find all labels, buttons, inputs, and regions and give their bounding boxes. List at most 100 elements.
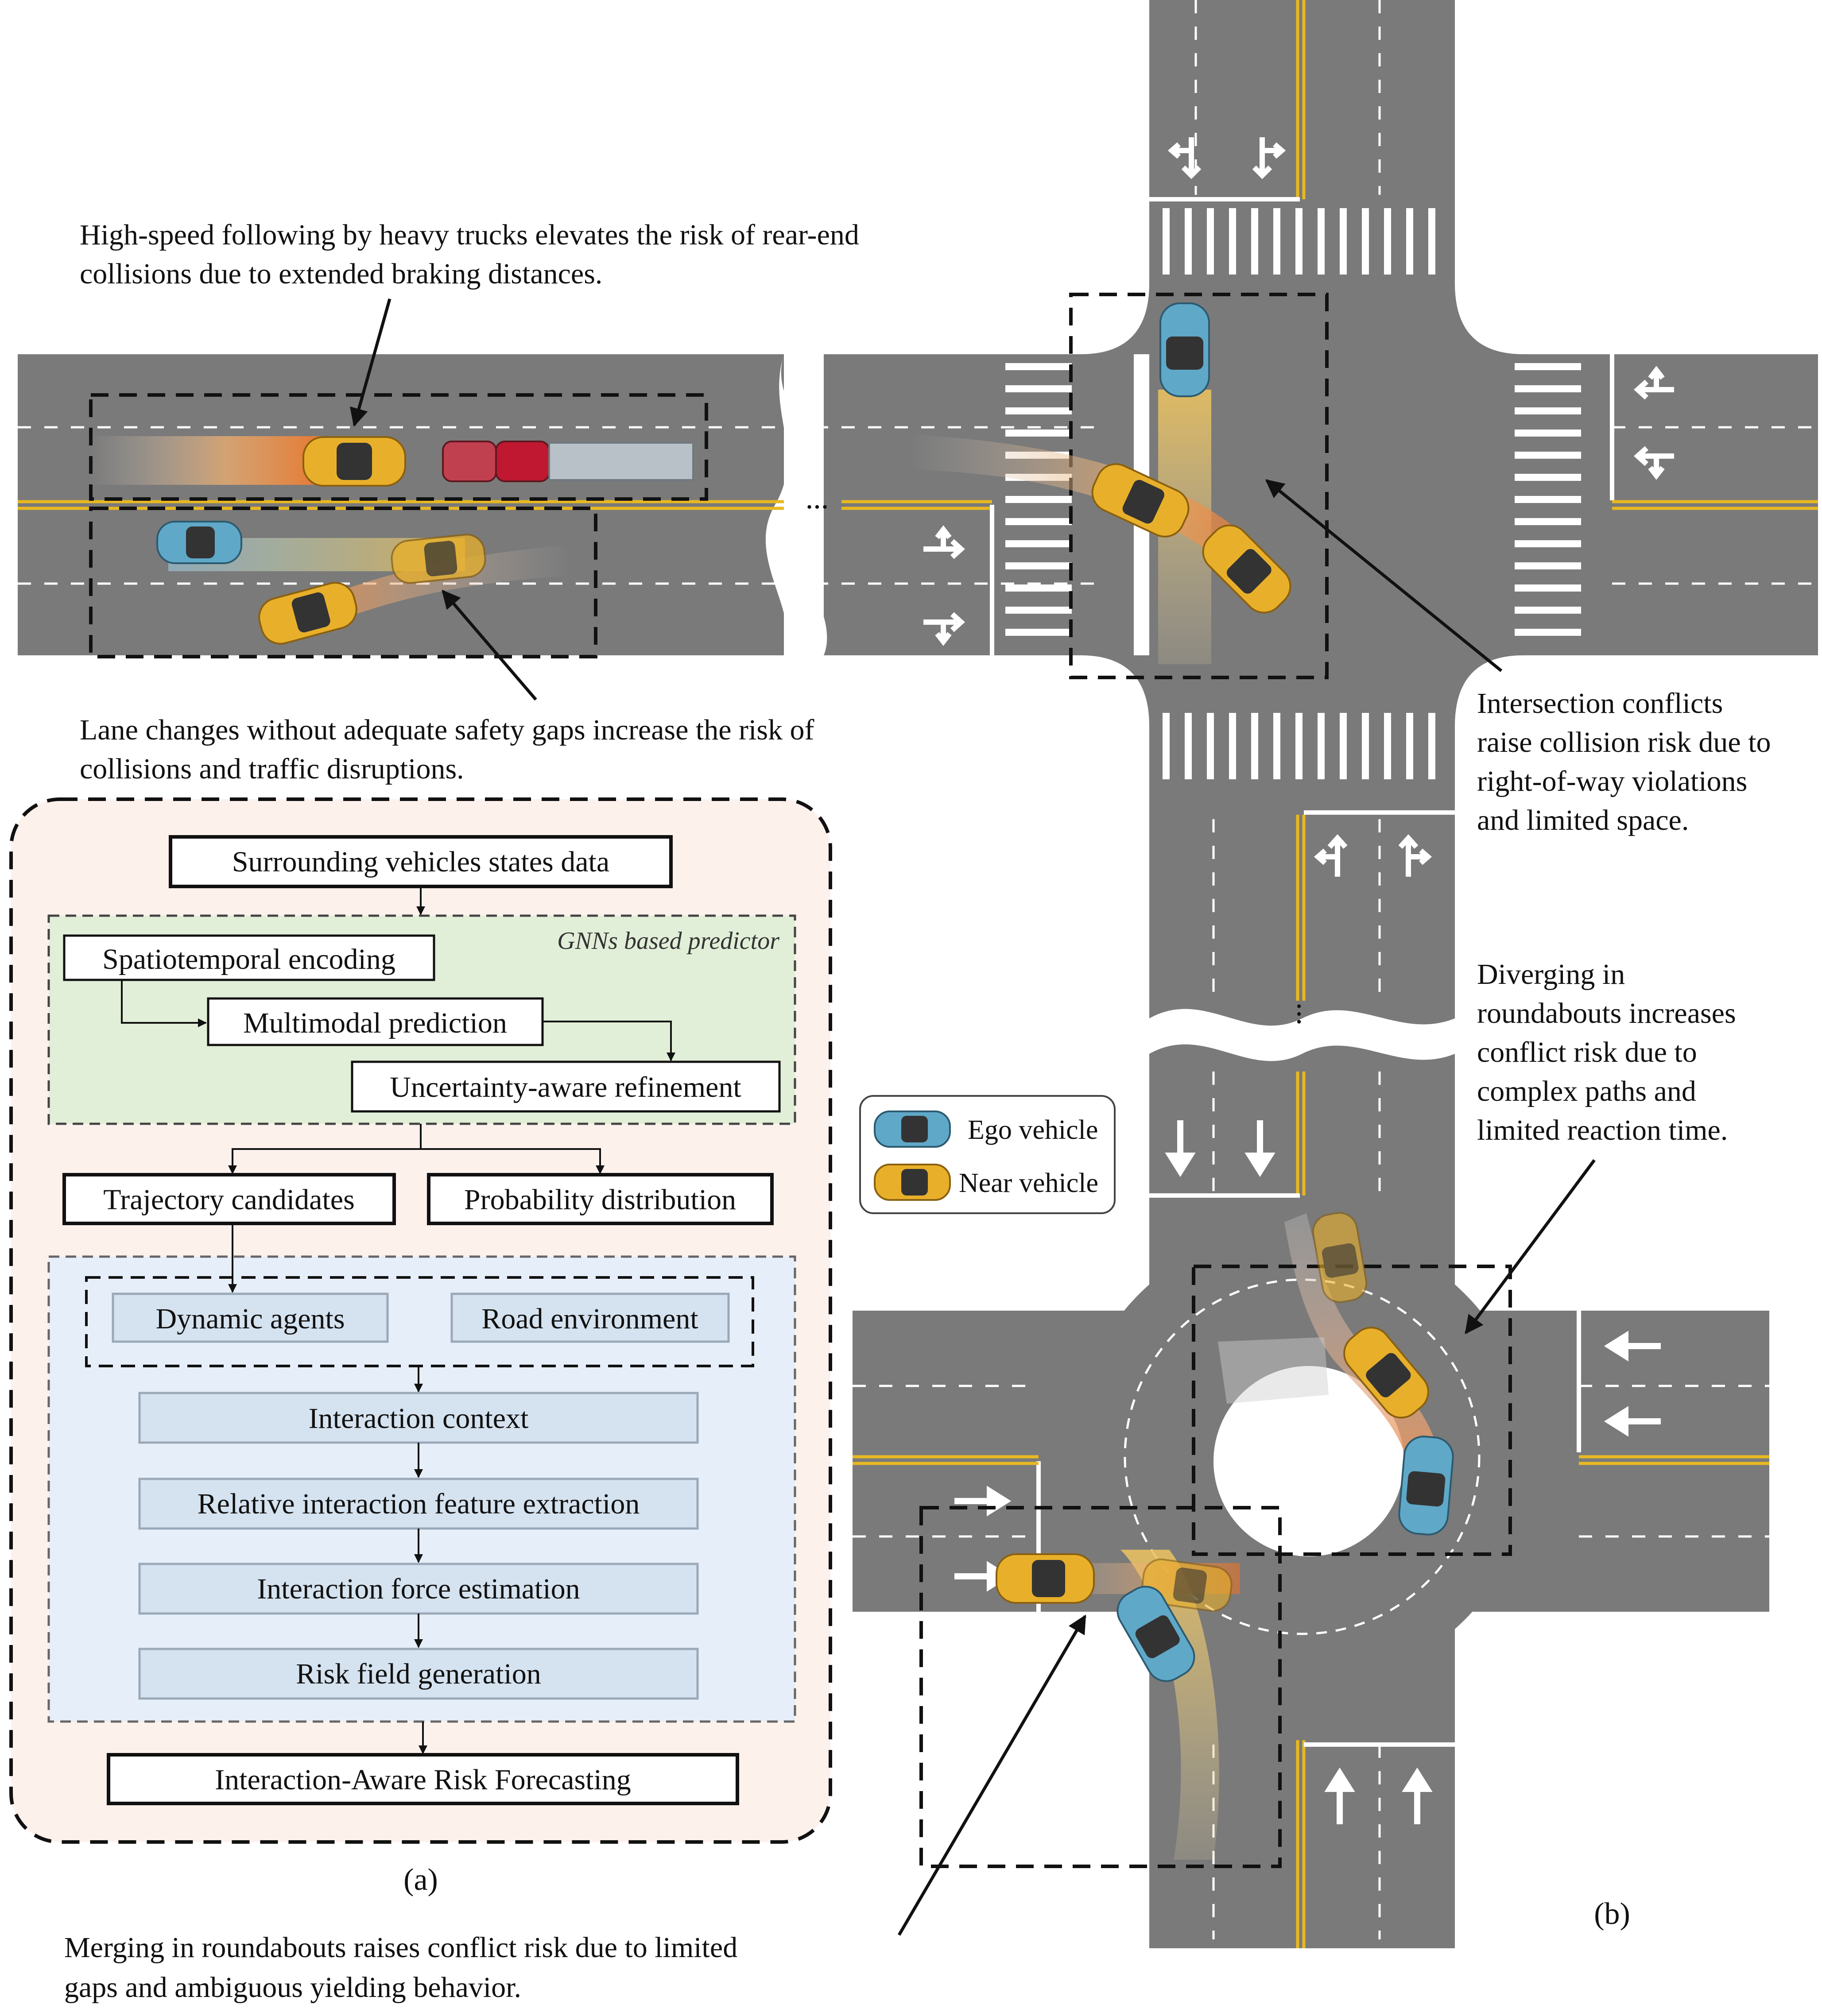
road-box — [450, 1292, 730, 1343]
risk-field-label: Risk field generation — [296, 1658, 541, 1690]
near-car-icon — [874, 1164, 951, 1201]
left-arrow-icon — [1604, 1406, 1661, 1437]
down-arrow-icon — [1165, 1120, 1196, 1177]
lane-change-callout-arrow — [442, 589, 537, 701]
truck-callout-arrow — [349, 298, 392, 427]
output-box — [107, 1753, 739, 1805]
turn-trail — [908, 434, 1284, 602]
legend-ego-label: Ego vehicle — [968, 1115, 1098, 1145]
input-box — [169, 835, 673, 888]
ego-car-icon — [156, 521, 242, 564]
crosswalk-north — [1163, 208, 1435, 275]
output-label: Interaction-Aware Risk Forecasting — [215, 1764, 631, 1796]
crosswalk-east — [1515, 363, 1581, 636]
turn-arrow-icon — [923, 612, 965, 646]
e-road — [1149, 354, 1818, 655]
left-arrow-icon — [1604, 1331, 1661, 1362]
ellipsis-vertical: ... — [1291, 1002, 1325, 1026]
merging-trail — [1120, 1550, 1219, 1860]
relative-label: Relative interaction feature extraction — [198, 1488, 640, 1520]
near-car-icon — [1202, 524, 1291, 614]
merging-conflict-box — [919, 1506, 1282, 1868]
lane-change-caption: Lane changes without adequate safety gap… — [80, 714, 822, 785]
legend-near-label: Near vehicle — [959, 1168, 1098, 1198]
roundabout-dashed-ring — [1124, 1278, 1481, 1635]
crosswalk-south — [1163, 713, 1435, 779]
input-label: Surrounding vehicles states data — [232, 846, 609, 878]
curb-se — [1455, 655, 1524, 726]
lane-change-trail-1 — [168, 538, 465, 571]
trajectory-label: Trajectory candidates — [103, 1184, 355, 1216]
agents-label: Dynamic agents — [155, 1303, 345, 1335]
ego-car-icon — [874, 1111, 951, 1148]
ego-car-icon — [1116, 1586, 1195, 1682]
turn-arrow-icon — [1252, 137, 1286, 179]
near-car-icon — [258, 582, 357, 645]
refinement-box — [351, 1060, 781, 1113]
context-label: Interaction context — [309, 1402, 529, 1435]
legend: Ego vehicle Near vehicle — [859, 1095, 1116, 1214]
curb-sw — [1081, 655, 1149, 726]
ego-car-icon — [1159, 302, 1210, 397]
ego-car-icon — [1398, 1436, 1454, 1536]
flow-arrow — [421, 1148, 605, 1174]
curb-nw — [1081, 283, 1149, 354]
encoding-label: Spatiotemporal encoding — [102, 943, 395, 975]
agents-box — [112, 1292, 389, 1343]
agents-road-group — [85, 1276, 754, 1367]
near-car-icon — [996, 1553, 1095, 1604]
force-box — [138, 1563, 699, 1615]
subfig-b-label: (b) — [1594, 1897, 1630, 1931]
ellipsis-horizontal: ... — [806, 481, 829, 515]
probability-box — [427, 1173, 774, 1225]
trajectory-box — [62, 1173, 396, 1225]
subfig-a-label: (a) — [403, 1863, 438, 1897]
turn-arrow-icon — [1634, 366, 1674, 400]
flow-arrow — [121, 980, 207, 1027]
diverging-caption: Diverging in roundabouts increases confl… — [1477, 958, 1743, 1146]
refinement-label: Uncertainty-aware refinement — [390, 1071, 741, 1103]
road-label: Road environment — [481, 1303, 698, 1335]
turn-arrow-icon — [1398, 834, 1432, 877]
context-box — [138, 1392, 699, 1444]
roundabout-scene: ... — [853, 1002, 1769, 1948]
following-trail — [89, 436, 337, 485]
encoding-box — [63, 934, 435, 981]
curb-ne — [1455, 283, 1524, 354]
diverging-trail-2 — [1218, 1337, 1329, 1404]
road-break-wave — [765, 354, 827, 655]
near-car-icon — [1091, 463, 1190, 538]
highway-road-right — [824, 354, 1134, 655]
highway-scene: ... — [18, 354, 1134, 658]
road-break-wave-vertical — [1149, 1009, 1455, 1061]
diverging-callout-arrow — [1465, 1159, 1596, 1335]
truck-conflict-box — [89, 393, 708, 501]
roundabout-island — [1213, 1366, 1404, 1556]
gnn-predictor-title: GNNs based predictor — [557, 927, 779, 955]
lane-change-conflict-box — [89, 507, 597, 658]
near-car-icon — [1343, 1327, 1429, 1419]
highway-road-left — [18, 354, 784, 655]
merging-callout-arrow — [897, 1614, 1087, 1936]
turn-arrow-icon — [1314, 834, 1348, 877]
up-arrow-icon — [1324, 1767, 1355, 1824]
near-car-icon — [1312, 1212, 1368, 1303]
merging-caption: Merging in roundabouts raises conflict r… — [64, 1931, 745, 2004]
multimodal-label: Multimodal prediction — [243, 1007, 507, 1039]
intersection-callout-arrow — [1265, 479, 1503, 672]
probability-label: Probability distribution — [464, 1184, 736, 1216]
turn-arrow-icon — [923, 525, 965, 559]
force-label: Interaction force estimation — [257, 1573, 580, 1605]
truck-icon — [442, 441, 694, 482]
turn-arrow-icon — [1167, 137, 1202, 179]
turn-arrow-icon — [1634, 446, 1674, 480]
near-car-icon — [302, 436, 406, 487]
near-car-icon — [391, 534, 486, 584]
truck-caption: High-speed following by heavy trucks ele… — [80, 219, 866, 290]
intersection-caption: Intersection conflicts raise collision r… — [1477, 687, 1778, 836]
near-car-icon — [1141, 1558, 1233, 1612]
down-arrow-icon — [1244, 1120, 1275, 1177]
flow-arrow — [543, 1021, 675, 1061]
flowchart: Surrounding vehicles states data GNNs ba… — [9, 797, 832, 1844]
